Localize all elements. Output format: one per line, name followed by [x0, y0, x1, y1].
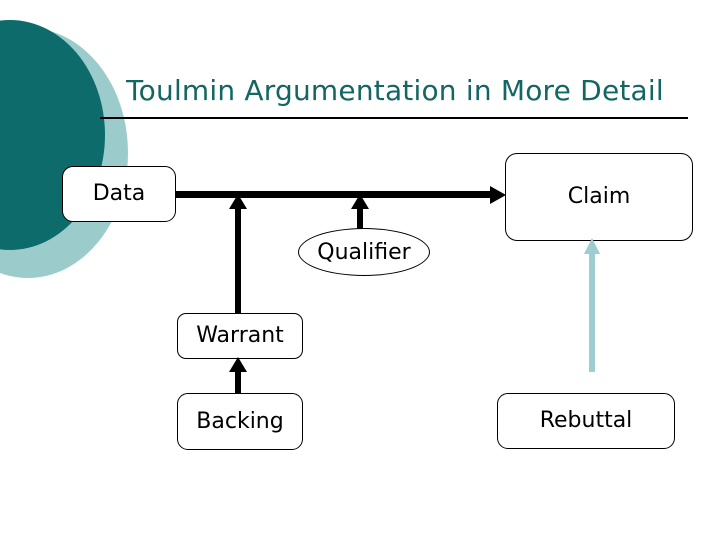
- arrowhead-qualifier-icon: [351, 194, 369, 209]
- arrowhead-backing-icon: [229, 357, 247, 372]
- arrowhead-warrant-icon: [229, 194, 247, 209]
- node-warrant-label: Warrant: [196, 323, 284, 348]
- node-data-label: Data: [92, 181, 146, 206]
- connector-qualifier-to-spine: [357, 207, 363, 235]
- connector-rebuttal-to-claim: [589, 252, 595, 372]
- connector-warrant-to-spine: [235, 207, 241, 314]
- node-qualifier-label: Qualifier: [317, 239, 411, 265]
- node-data[interactable]: Data: [62, 166, 176, 222]
- node-backing-label: Backing: [196, 408, 284, 434]
- slide-title: Toulmin Argumentation in More Detail: [126, 74, 664, 107]
- node-qualifier[interactable]: Qualifier: [298, 228, 430, 276]
- node-rebuttal[interactable]: Rebuttal: [497, 393, 675, 449]
- node-backing[interactable]: Backing: [177, 393, 303, 450]
- node-claim[interactable]: Claim: [505, 153, 693, 241]
- arrowhead-into-claim-icon: [490, 186, 506, 204]
- connector-data-to-claim: [176, 191, 496, 198]
- node-rebuttal-label: Rebuttal: [539, 408, 633, 433]
- title-underline-rule: [100, 117, 688, 119]
- node-warrant[interactable]: Warrant: [177, 313, 303, 359]
- connector-backing-to-warrant: [235, 370, 241, 394]
- arrowhead-rebuttal-icon: [584, 238, 600, 254]
- node-claim-label: Claim: [567, 184, 631, 209]
